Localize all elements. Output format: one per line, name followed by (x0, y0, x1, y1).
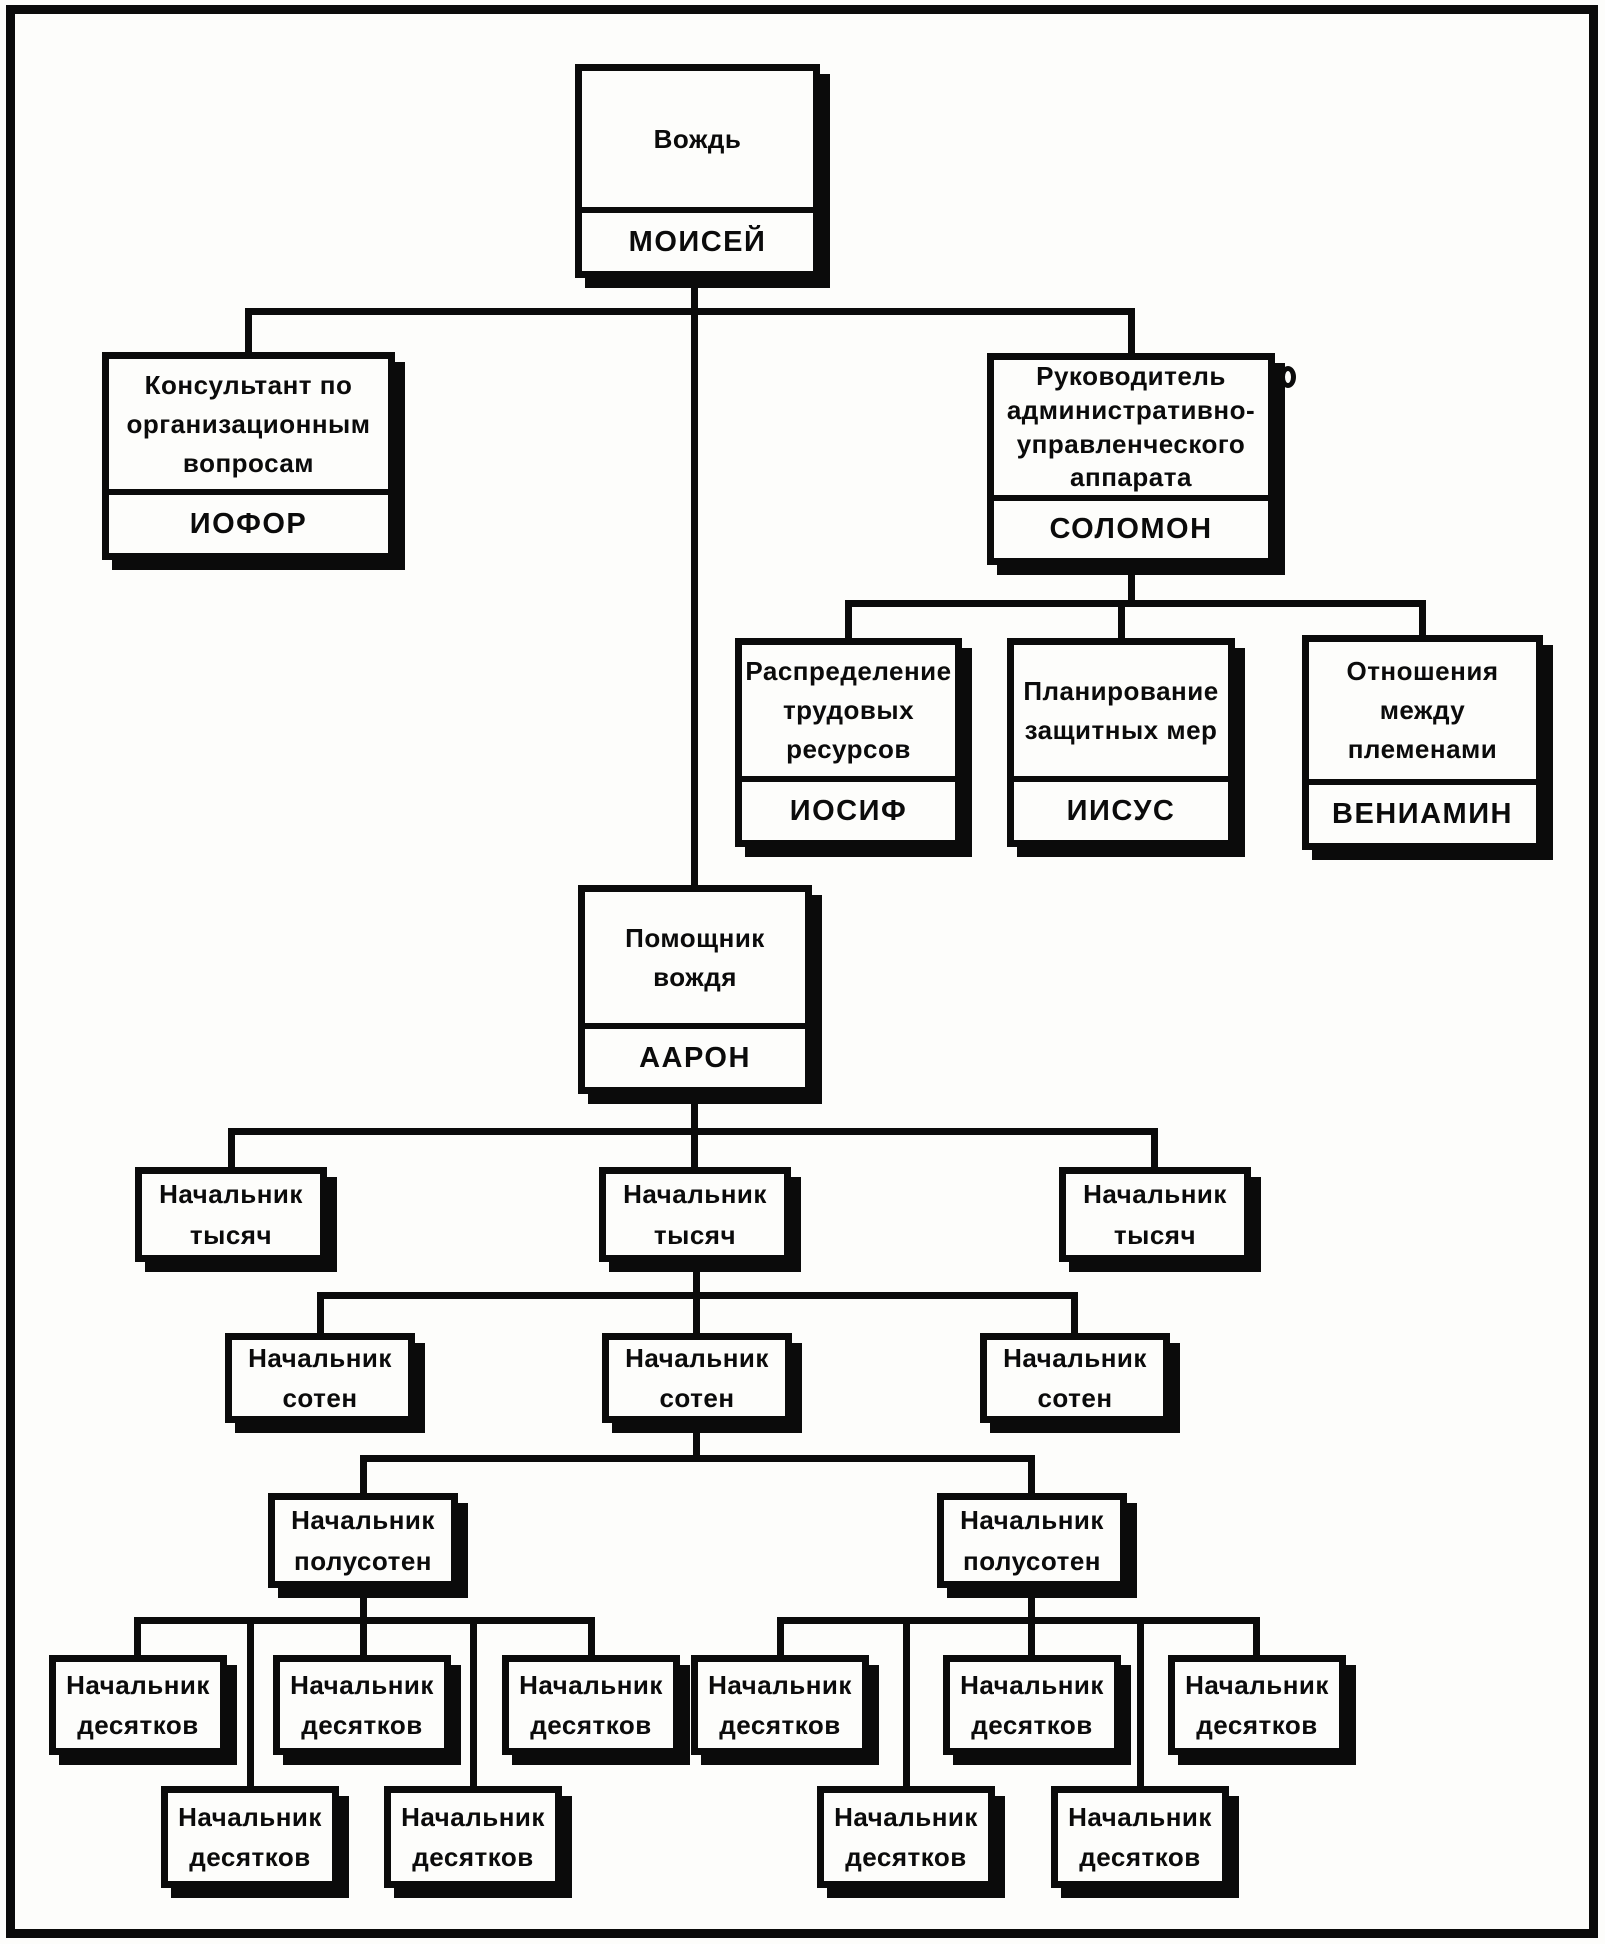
node-title: Помощник вождя (625, 922, 765, 992)
node-title: Отношения между племенами (1346, 656, 1499, 764)
connector-to-defense (1118, 600, 1125, 640)
connector-admin-head-down (1128, 565, 1135, 604)
connector-to-tribal (1419, 600, 1426, 637)
connector-to-tens-8 (1253, 1617, 1260, 1657)
node-chief-of-thousands-2: Начальник тысяч (599, 1167, 791, 1262)
connector-chief-to-assistant (691, 278, 698, 889)
connector-to-tens-5 (470, 1617, 477, 1788)
node-chief-of-hundreds-1: Начальник сотен (225, 1333, 415, 1423)
connector-staff-hline (248, 308, 1135, 315)
node-chief-of-tens-10: Начальник десятков (1051, 1786, 1229, 1888)
node-chief-of-tens-2: Начальник десятков (273, 1655, 451, 1755)
node-admin-head-solomon: Руководитель административно- управленче… (987, 353, 1275, 565)
connector-to-consultant (245, 308, 252, 356)
node-name: ИОСИФ (742, 776, 955, 840)
node-title: Консультант по организационным вопросам (126, 369, 371, 478)
node-title: Вождь (653, 123, 742, 154)
node-label: Начальник десятков (834, 1801, 978, 1872)
node-label: Начальник десятков (178, 1801, 322, 1872)
node-label: Начальник тысяч (159, 1179, 303, 1250)
node-name: СОЛОМОН (994, 495, 1268, 558)
node-assistant-aaron: Помощник вождя ААРОН (578, 885, 812, 1094)
node-title: Распределение трудовых ресурсов (745, 656, 952, 764)
node-consultant-jethro: Консультант по организационным вопросам … (102, 352, 395, 560)
node-name: ИОФОР (109, 489, 388, 553)
connector-to-tens-4 (247, 1617, 254, 1788)
node-label: Начальник сотен (1003, 1342, 1147, 1413)
connector-to-fifties-1 (360, 1455, 367, 1495)
node-defense-joshua: Планирование защитных мер ИИСУС (1007, 638, 1235, 847)
node-name: ВЕНИАМИН (1309, 779, 1536, 843)
connector-fifties-2-down (1028, 1588, 1035, 1624)
connector-fifties-hline (360, 1455, 1035, 1462)
node-label: Начальник сотен (625, 1342, 769, 1413)
node-label: Начальник тысяч (623, 1179, 767, 1250)
node-title: Руководитель административно- управленче… (1006, 361, 1256, 493)
node-label: Начальник десятков (401, 1801, 545, 1872)
node-chief-of-tens-3: Начальник десятков (502, 1655, 680, 1755)
page-frame (6, 5, 1598, 1938)
node-chief-of-tens-8: Начальник десятков (1168, 1655, 1346, 1755)
node-label: Начальник десятков (66, 1669, 210, 1740)
connector-to-thousands-3 (1151, 1128, 1158, 1169)
connector-to-hundreds-3 (1071, 1292, 1078, 1335)
connector-to-tens-10 (1137, 1617, 1144, 1788)
node-chief-of-tens-7: Начальник десятков (943, 1655, 1121, 1755)
node-name: ИИСУС (1014, 776, 1228, 840)
node-name: ААРОН (585, 1023, 805, 1087)
connector-to-hundreds-2 (693, 1292, 700, 1335)
node-chief-of-fifties-1: Начальник полусотен (268, 1493, 458, 1588)
connector-to-hundreds-1 (317, 1292, 324, 1335)
node-chief-of-tens-4: Начальник десятков (161, 1786, 339, 1888)
node-chief-of-thousands-1: Начальник тысяч (135, 1167, 327, 1262)
connector-to-tens-3 (588, 1617, 595, 1657)
node-title: Планирование защитных мер (1023, 675, 1219, 745)
connector-to-thousands-1 (228, 1128, 235, 1169)
connector-to-tens-6 (777, 1617, 784, 1657)
node-label: Начальник десятков (1185, 1669, 1329, 1740)
node-chief-of-thousands-3: Начальник тысяч (1059, 1167, 1251, 1262)
node-label: Начальник десятков (519, 1669, 663, 1740)
connector-to-labor (845, 600, 852, 640)
node-label: Начальник полусотен (291, 1505, 435, 1576)
node-name: МОИСЕЙ (582, 207, 813, 271)
node-chief-moses: Вождь МОИСЕЙ (575, 64, 820, 278)
connector-hundreds-down (693, 1423, 700, 1462)
node-tribal-benjamin: Отношения между племенами ВЕНИАМИН (1302, 635, 1543, 850)
connector-to-tens-7 (1028, 1617, 1035, 1657)
connector-to-thousands-2 (691, 1128, 698, 1169)
ink-blob-artifact (1280, 366, 1296, 388)
node-label: Начальник сотен (248, 1342, 392, 1413)
node-label: Начальник десятков (960, 1669, 1104, 1740)
node-chief-of-tens-5: Начальник десятков (384, 1786, 562, 1888)
node-chief-of-fifties-2: Начальник полусотен (937, 1493, 1127, 1588)
node-chief-of-hundreds-2: Начальник сотен (602, 1333, 792, 1423)
node-chief-of-tens-1: Начальник десятков (49, 1655, 227, 1755)
node-chief-of-tens-9: Начальник десятков (817, 1786, 995, 1888)
connector-to-tens-1 (134, 1617, 141, 1657)
connector-to-tens-2 (360, 1617, 367, 1657)
connector-assistant-down (691, 1094, 698, 1135)
connector-tens-right-hline (777, 1617, 1260, 1624)
connector-to-tens-9 (903, 1617, 910, 1788)
node-chief-of-hundreds-3: Начальник сотен (980, 1333, 1170, 1423)
node-label: Начальник тысяч (1083, 1179, 1227, 1250)
node-label: Начальник полусотен (960, 1505, 1104, 1576)
connector-thousands-down (693, 1262, 700, 1299)
connector-to-admin-head (1128, 308, 1135, 357)
node-label: Начальник десятков (1068, 1801, 1212, 1872)
connector-to-fifties-2 (1028, 1455, 1035, 1495)
node-label: Начальник десятков (708, 1669, 852, 1740)
node-label: Начальник десятков (290, 1669, 434, 1740)
node-labor-joseph: Распределение трудовых ресурсов ИОСИФ (735, 638, 962, 847)
node-chief-of-tens-6: Начальник десятков (691, 1655, 869, 1755)
connector-admin-hline (845, 600, 1426, 607)
connector-fifties-1-down (360, 1588, 367, 1624)
